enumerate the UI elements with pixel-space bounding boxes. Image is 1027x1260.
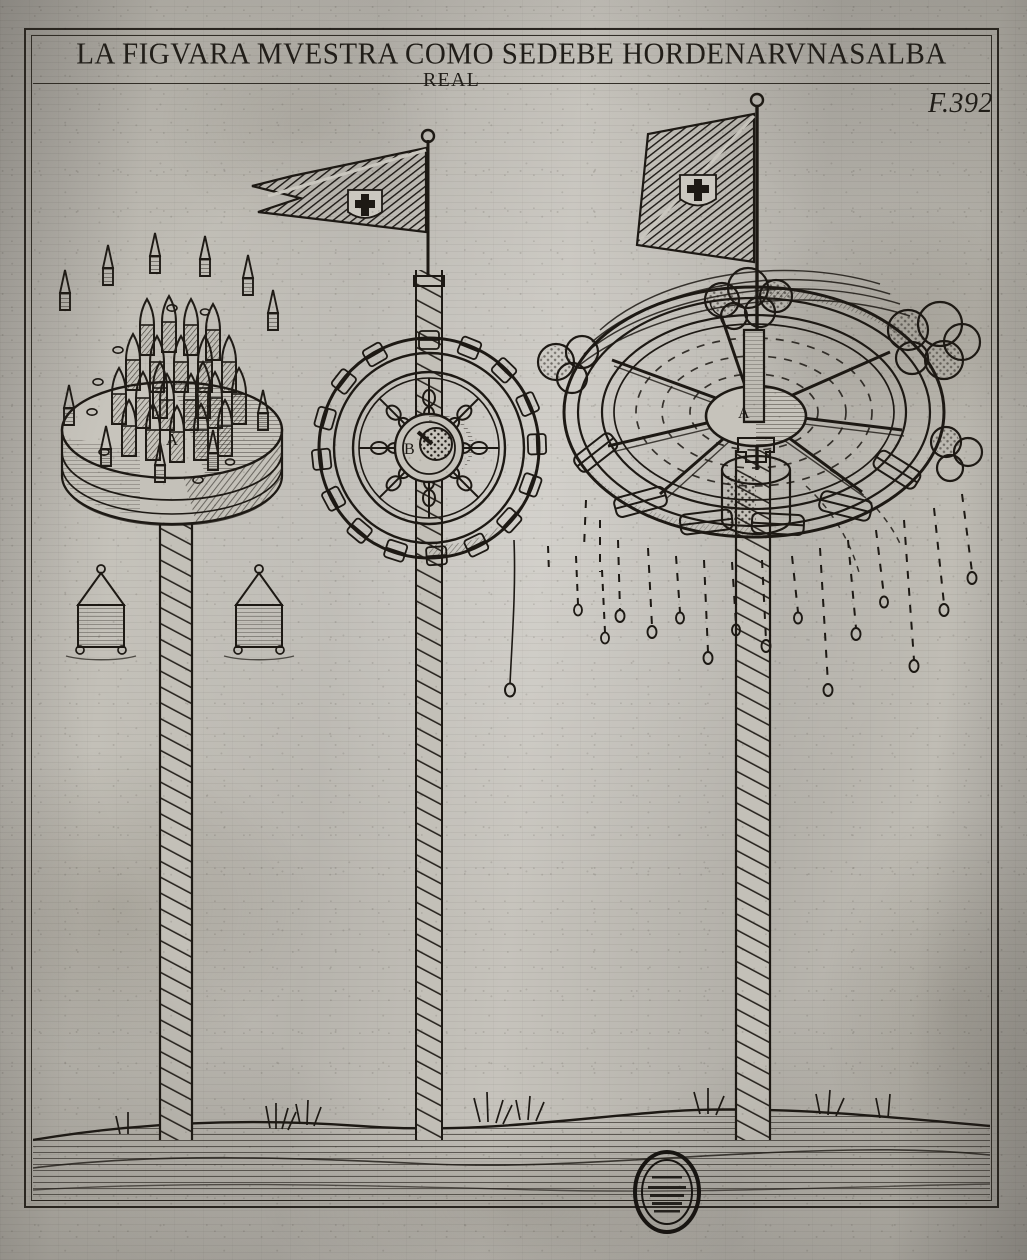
plate-title-line-2: REAL	[422, 69, 481, 91]
frame-inner-rule	[31, 35, 992, 1201]
library-ownership-stamp	[633, 1150, 701, 1234]
plate-title-block: LA FIGVARA MVESTRA COMO SEDEBE HORDENARV…	[33, 37, 990, 92]
title-divider-rule	[33, 83, 990, 84]
frame-outer-rule	[24, 28, 999, 1208]
folio-number: F.392	[928, 88, 993, 119]
plate-title-line-1: LA FIGVARA MVESTRA COMO SEDEBE HORDENARV…	[76, 37, 947, 71]
